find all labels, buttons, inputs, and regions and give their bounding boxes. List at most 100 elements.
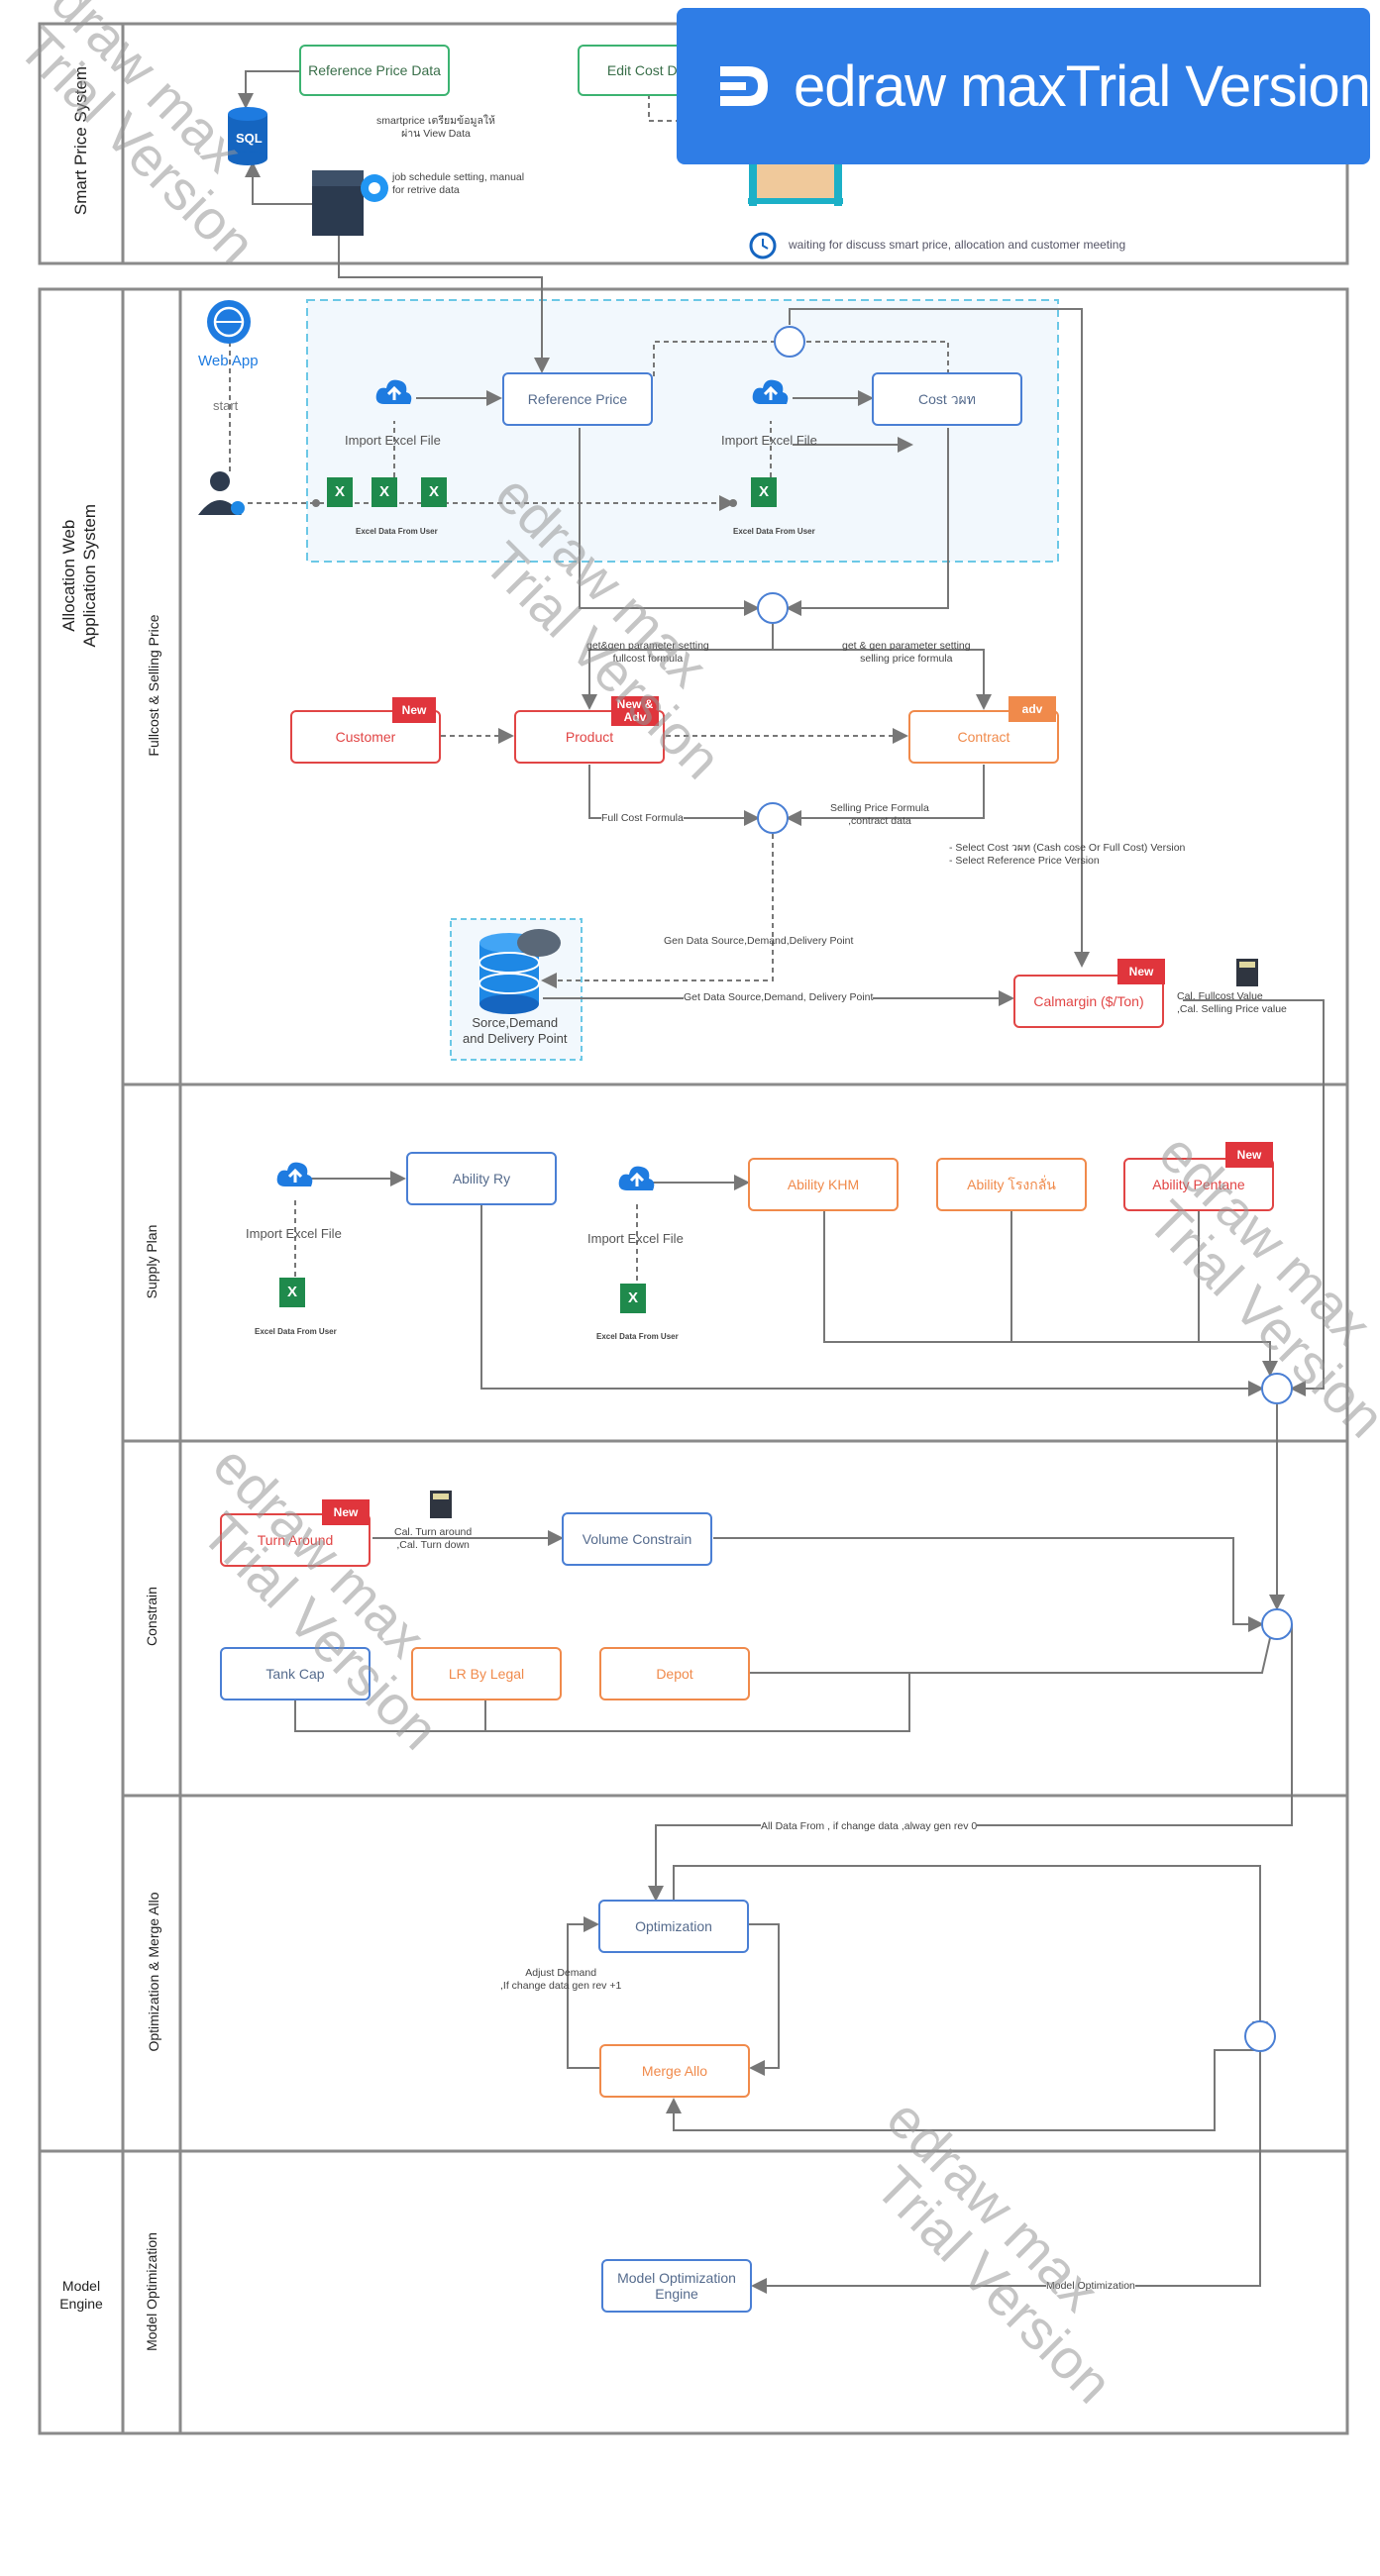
reference-price-data-node[interactable]: Reference Price Data — [299, 45, 450, 96]
smartprice-note-line1: smartprice เตรียมข้อมูลให้ — [376, 115, 495, 127]
calculator-icon-2 — [430, 1491, 452, 1518]
web-app-icon — [207, 300, 251, 344]
lane-title-allocation: Allocation Web Application System — [58, 503, 99, 648]
new-tag: New — [322, 1499, 370, 1525]
excel-file-icon: X — [372, 477, 397, 507]
selling-formula-line2: ,contract data — [848, 814, 911, 827]
trial-banner-text: edraw maxTrial Version — [794, 53, 1371, 119]
import-excel-label-3: Import Excel File — [246, 1226, 342, 1241]
new-tag: New — [392, 697, 436, 723]
full-cost-formula-label: Full Cost Formula — [601, 812, 684, 825]
job-note-line2: for retrive data — [392, 183, 460, 196]
depot-node[interactable]: Depot — [599, 1647, 750, 1700]
model-optimization-engine-node[interactable]: Model Optimization Engine — [601, 2259, 752, 2313]
selling-formula-line1: Selling Price Formula — [830, 802, 929, 814]
adjust-demand-label: Adjust Demand ,If change data gen rev +1 — [500, 1967, 621, 1992]
cal-turn-line1: Cal. Turn around — [394, 1526, 473, 1538]
clock-icon — [749, 232, 777, 259]
ability-khm-node[interactable]: Ability KHM — [748, 1158, 899, 1211]
get-data-source-label: Get Data Source,Demand, Delivery Point — [684, 991, 874, 1004]
smartprice-note-line2: ผ่าน View Data — [401, 127, 471, 140]
server-icon — [312, 170, 388, 236]
new-tag: New — [1117, 959, 1165, 984]
gen-data-source-label: Gen Data Source,Demand,Delivery Point — [664, 935, 854, 947]
volume-constrain-node[interactable]: Volume Constrain — [562, 1512, 712, 1566]
trial-version-banner[interactable]: edraw maxTrial Version — [677, 8, 1371, 164]
junction-formula — [757, 802, 789, 834]
sql-label: SQL — [236, 131, 263, 146]
excel-file-icon: X — [751, 477, 777, 507]
turn-around-node[interactable]: Turn Around — [220, 1513, 371, 1567]
web-app-label: Web App — [198, 353, 259, 369]
reference-price-node[interactable]: Reference Price — [502, 372, 653, 426]
junction-optimization — [1244, 2020, 1276, 2052]
adjust-line1: Adjust Demand — [525, 1967, 597, 1979]
adv-tag: adv — [1008, 696, 1056, 722]
waiting-note: waiting for discuss smart price, allocat… — [789, 238, 1126, 252]
lr-by-legal-node[interactable]: LR By Legal — [411, 1647, 562, 1700]
upload-cloud-icon-3 — [276, 1162, 313, 1186]
lane-title-fullcost: Fullcost & Selling Price — [146, 614, 161, 757]
lane-title-optimization: Optimization & Merge Allo — [146, 1892, 161, 2052]
excel-file-icon: X — [421, 477, 447, 507]
edraw-logo-icon — [720, 66, 768, 106]
optimization-node[interactable]: Optimization — [598, 1900, 749, 1953]
get-gen-cost-line1: get&gen parameter setting — [586, 640, 709, 652]
adjust-line2: ,If change data gen rev +1 — [500, 1979, 622, 1992]
user-icon — [198, 471, 245, 515]
lane-title-smart-price: Smart Price System — [71, 65, 90, 216]
database-stack-icon — [478, 929, 561, 1014]
tank-cap-node[interactable]: Tank Cap — [220, 1647, 371, 1700]
job-schedule-note: job schedule setting, manual for retrive… — [392, 171, 524, 196]
lane-title-model-optimization: Model Optimization — [144, 2232, 159, 2351]
excel-data-label-2: Excel Data From User — [733, 527, 815, 536]
excel-file-icon: X — [620, 1284, 646, 1313]
source-db-label: Sorce,Demand and Delivery Point — [463, 1015, 568, 1046]
cal-note-line2: ,Cal. Selling Price value — [1177, 1002, 1287, 1015]
excel-data-label-4: Excel Data From User — [596, 1332, 679, 1341]
lane-title-constrain: Constrain — [144, 1587, 159, 1646]
merge-allo-node[interactable]: Merge Allo — [599, 2044, 750, 2098]
selling-formula-label: Selling Price Formula ,contract data — [830, 802, 929, 827]
web-app-region — [306, 299, 1059, 563]
import-excel-label-4: Import Excel File — [587, 1231, 684, 1246]
ability-plant-node[interactable]: Ability โรงกลั่น — [936, 1158, 1087, 1211]
start-label: start — [213, 398, 239, 413]
upload-cloud-icon-2 — [752, 379, 789, 404]
product-node[interactable]: Product — [514, 710, 665, 764]
cal-turn-label: Cal. Turn around ,Cal. Turn down — [394, 1526, 472, 1551]
select-note-line1: - Select Cost วผท (Cash cose Or Full Cos… — [949, 842, 1186, 854]
junction-constrain — [1261, 1608, 1293, 1640]
job-note-line1: job schedule setting, manual — [392, 171, 525, 183]
upload-cloud-icon-4 — [618, 1166, 655, 1190]
lane-title-model-engine: Model Engine — [59, 2278, 103, 2312]
get-gen-sell-label: get & gen parameter setting selling pric… — [842, 640, 971, 665]
lane-title-supply: Supply Plan — [144, 1224, 159, 1299]
calmargin-node[interactable]: Calmargin ($/Ton) — [1013, 975, 1164, 1028]
junction-mid — [757, 592, 789, 624]
import-excel-label-1: Import Excel File — [345, 433, 441, 448]
smartprice-note: smartprice เตรียมข้อมูลให้ ผ่าน View Dat… — [376, 115, 495, 140]
excel-data-label-3: Excel Data From User — [255, 1327, 337, 1336]
new-tag: New — [1225, 1142, 1273, 1168]
get-gen-sell-line1: get & gen parameter setting — [842, 640, 971, 652]
junction-top — [774, 326, 805, 358]
upload-cloud-icon — [375, 379, 412, 404]
junction-supply — [1261, 1373, 1293, 1404]
excel-file-icon: X — [327, 477, 353, 507]
calculator-icon — [1236, 959, 1258, 986]
cal-turn-line2: ,Cal. Turn down — [396, 1538, 470, 1551]
get-gen-sell-line2: selling price formula — [860, 652, 953, 665]
new-adv-tag: New & Adv — [611, 696, 659, 726]
model-optimization-flow-label: Model Optimization — [1046, 2280, 1135, 2293]
ability-ry-node[interactable]: Ability Ry — [406, 1152, 557, 1205]
get-gen-cost-line2: fullcost formula — [612, 652, 684, 665]
excel-data-label-1: Excel Data From User — [356, 527, 438, 536]
sql-database-icon — [228, 107, 267, 165]
cost-node[interactable]: Cost วผท — [872, 372, 1022, 426]
import-excel-label-2: Import Excel File — [721, 433, 817, 448]
all-data-label: All Data From , if change data ,alway ge… — [761, 1820, 978, 1833]
cal-note-line1: Cal. Fullcost Value — [1177, 990, 1263, 1002]
